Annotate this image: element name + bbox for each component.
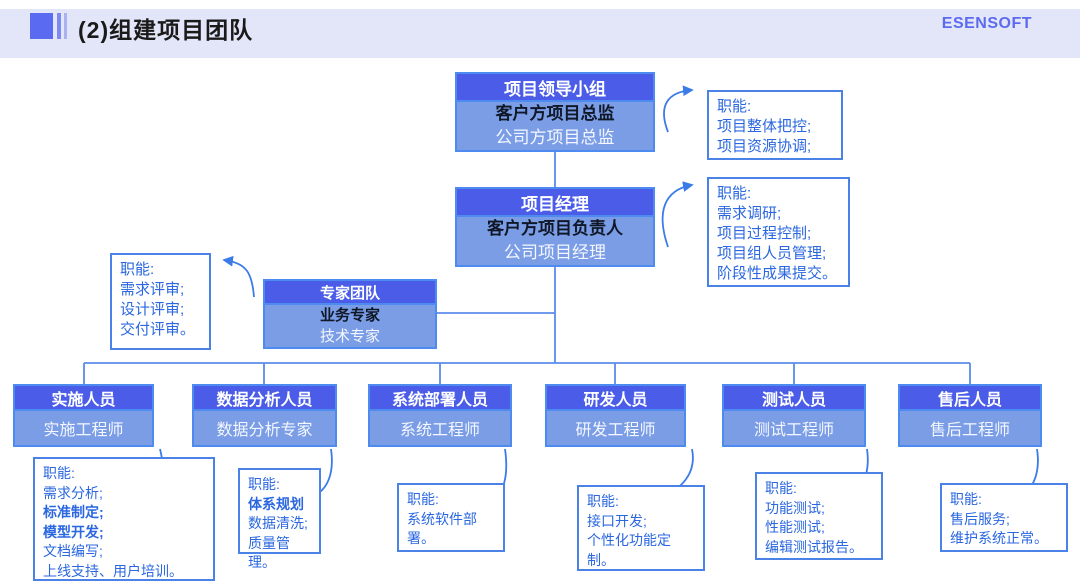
annotation-line: 交付评审。 — [120, 321, 196, 338]
annotation-line: 编辑测试报告。 — [765, 538, 863, 555]
annotation-line: 系统软件部 — [407, 510, 477, 527]
annotation-line: 需求分析; — [43, 484, 103, 501]
org-box-title: 专家团队 — [265, 281, 435, 305]
org-box-title: 项目领导小组 — [457, 74, 653, 102]
org-box-role-primary: 业务专家 — [319, 307, 380, 324]
annotation-line: 个性化功能定 — [587, 532, 671, 548]
title-bar — [0, 9, 1080, 58]
org-box-title: 项目经理 — [457, 189, 653, 217]
org-box-title: 售后人员 — [900, 386, 1040, 411]
annotation-line: 职能: — [248, 476, 280, 492]
page-title: (2)组建项目团队 — [78, 17, 254, 43]
annotation-line: 阶段性成果提交。 — [717, 265, 838, 282]
org-box-data-analysis: 数据分析人员 数据分析专家 — [192, 384, 337, 447]
annotation-line: 模型开发; — [43, 523, 104, 540]
title-marker-bar — [57, 13, 61, 39]
org-box-role-primary: 客户方项目总监 — [495, 104, 615, 123]
annotation-line: 设计评审; — [120, 301, 185, 318]
annotation-line: 数据清洗; — [248, 515, 308, 531]
annotation-line: 职能: — [120, 261, 155, 278]
annotation-line: 职能: — [43, 465, 75, 481]
org-box-after-sales: 售后人员 售后工程师 — [898, 384, 1042, 447]
org-box-testing: 测试人员 测试工程师 — [722, 384, 866, 447]
annotation-line: 职能: — [765, 480, 797, 496]
annotation-line: 署。 — [407, 530, 435, 546]
org-box-role-secondary: 公司方项目总监 — [495, 128, 615, 147]
annotation-line: 售后服务; — [950, 510, 1010, 527]
annotation-line: 职能: — [717, 98, 752, 115]
org-box-role: 研发工程师 — [575, 422, 656, 439]
title-marker-icon — [30, 13, 70, 39]
annotation-line: 职能: — [717, 185, 752, 202]
org-box-implementation: 实施人员 实施工程师 — [13, 384, 154, 447]
org-box-title: 数据分析人员 — [194, 386, 335, 411]
org-box-title: 系统部署人员 — [370, 386, 510, 411]
annotation-line: 职能: — [587, 493, 619, 509]
org-box-role: 实施工程师 — [43, 422, 124, 439]
org-box-role: 售后工程师 — [929, 422, 1010, 439]
org-box-rnd: 研发人员 研发工程师 — [545, 384, 686, 447]
annotation-line: 体系规划 — [248, 495, 304, 512]
org-box-role-secondary: 公司项目经理 — [504, 243, 606, 262]
title-marker-bar — [64, 13, 67, 39]
annotation-line: 项目资源协调; — [717, 138, 812, 155]
note-system-deploy-functions: 职能: 系统软件部署。 — [397, 483, 505, 552]
annotation-line: 项目组人员管理; — [717, 245, 827, 262]
note-pm-functions: 职能: 需求调研; 项目过程控制; 项目组人员管理; 阶段性成果提交。 — [707, 177, 850, 287]
org-box-title: 实施人员 — [15, 386, 152, 411]
annotation-line: 上线支持、用户培训。 — [43, 562, 183, 579]
org-box-role: 测试工程师 — [753, 422, 834, 439]
note-expert-functions: 职能: 需求评审; 设计评审; 交付评审。 — [110, 253, 211, 350]
org-box-role: 数据分析专家 — [216, 422, 313, 439]
org-box-role-primary: 客户方项目负责人 — [487, 219, 623, 238]
annotation-line: 标准制定; — [43, 504, 104, 520]
org-box-title: 测试人员 — [724, 386, 864, 411]
annotation-line: 性能测试; — [765, 519, 825, 535]
org-box-expert-team: 专家团队 业务专家 技术专家 — [263, 279, 437, 349]
note-leader-functions: 职能: 项目整体把控; 项目资源协调; — [707, 90, 843, 160]
note-rnd-functions: 职能: 接口开发; 个性化功能定制。 — [577, 485, 705, 571]
org-box-project-manager: 项目经理 客户方项目负责人 公司项目经理 — [455, 187, 655, 267]
annotation-line: 项目过程控制; — [717, 225, 812, 242]
annotation-line: 文档编写; — [43, 543, 103, 559]
org-box-leader-group: 项目领导小组 客户方项目总监 公司方项目总监 — [455, 72, 655, 152]
annotation-line: 接口开发; — [587, 512, 647, 529]
annotation-line: 职能: — [950, 491, 982, 507]
annotation-line: 维护系统正常。 — [950, 530, 1048, 546]
note-implementation-functions: 职能: 需求分析; 标准制定; 模型开发; 文档编写; 上线支持、用户培训。 — [33, 457, 215, 581]
org-box-role: 系统工程师 — [399, 422, 480, 439]
org-box-system-deploy: 系统部署人员 系统工程师 — [368, 384, 512, 447]
annotation-line: 需求评审; — [120, 281, 185, 298]
annotation-line: 需求调研; — [717, 205, 782, 222]
annotation-line: 项目整体把控; — [717, 118, 812, 135]
annotation-line: 质量管理。 — [248, 534, 290, 571]
note-after-sales-functions: 职能: 售后服务; 维护系统正常。 — [940, 483, 1068, 552]
annotation-line: 职能: — [407, 491, 439, 507]
annotation-line: 制。 — [587, 551, 615, 568]
annotation-line: 功能测试; — [765, 499, 825, 516]
org-box-title: 研发人员 — [547, 386, 684, 411]
note-testing-functions: 职能: 功能测试; 性能测试; 编辑测试报告。 — [755, 472, 883, 560]
org-box-role-secondary: 技术专家 — [319, 328, 380, 345]
brand-logo: ESENSOFT — [941, 15, 1032, 32]
title-marker-square — [30, 13, 53, 39]
note-data-analysis-functions: 职能: 体系规划数据清洗; 质量管理。 — [238, 468, 321, 570]
